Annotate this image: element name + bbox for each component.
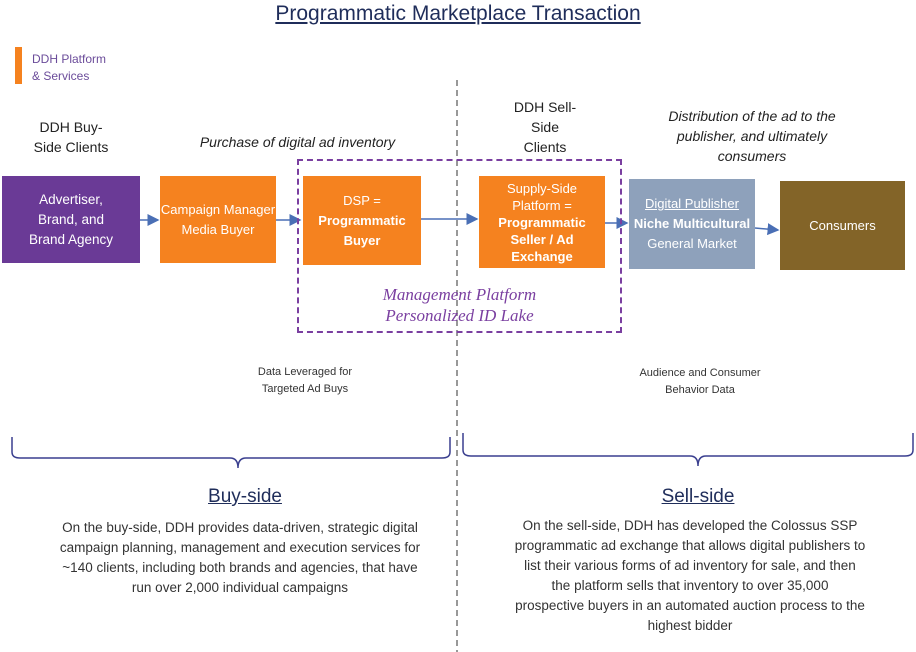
description-line: prospective buyers in an automated aucti… bbox=[515, 598, 865, 613]
sell-side-title: Sell-side bbox=[661, 486, 735, 507]
data-leveraged-note: Data Leveraged for Targeted Ad Buys bbox=[220, 364, 390, 398]
digital-publisher-box: Digital Publisher Niche Multicultural Ge… bbox=[629, 179, 755, 269]
consumers-box: Consumers bbox=[780, 181, 905, 270]
buy-side-clients-label: DDH Buy- Side Clients bbox=[10, 117, 132, 157]
box-line: Programmatic bbox=[318, 212, 406, 228]
label-line: Side Clients bbox=[33, 139, 109, 155]
label-line: Personalized ID Lake bbox=[385, 306, 534, 325]
label-line: consumers bbox=[717, 148, 787, 164]
purchase-label: Purchase of digital ad inventory bbox=[199, 134, 396, 150]
label-line: Clients bbox=[523, 139, 567, 155]
description-line: run over 2,000 individual campaigns bbox=[131, 580, 349, 595]
note-line: Behavior Data bbox=[665, 384, 735, 396]
management-platform-label: Management Platform Personalized ID Lake bbox=[297, 284, 622, 326]
description-line: highest bidder bbox=[647, 618, 733, 633]
legend-label: DDH Platform & Services bbox=[32, 51, 142, 85]
campaign-manager-box: Campaign Manager Media Buyer bbox=[160, 176, 276, 263]
sell-side-clients-label: DDH Sell- Side Clients bbox=[500, 97, 590, 157]
legend-label-line: & Services bbox=[32, 69, 90, 83]
box-line: Seller / Ad bbox=[510, 231, 574, 247]
box-line: Campaign Manager bbox=[160, 201, 276, 217]
buy-side-title: Buy-side bbox=[208, 486, 282, 507]
ssp-box: Supply-Side Platform = Programmatic Sell… bbox=[479, 176, 605, 268]
note-line: Audience and Consumer bbox=[639, 367, 761, 379]
box-line: Media Buyer bbox=[181, 221, 255, 237]
legend-label-line: DDH Platform bbox=[32, 52, 107, 66]
note-line: Targeted Ad Buys bbox=[261, 383, 349, 395]
label-line: DDH Sell- bbox=[513, 99, 577, 115]
description-line: list their various forms of ad inventory… bbox=[524, 558, 856, 573]
box-line: Supply-Side bbox=[506, 180, 578, 196]
advertiser-box: Advertiser, Brand, and Brand Agency bbox=[2, 176, 140, 263]
box-line: DSP = bbox=[343, 192, 381, 208]
label-line: Management Platform bbox=[382, 285, 537, 304]
management-platform-frame bbox=[297, 159, 622, 333]
description-line: ~140 clients, including both brands and … bbox=[62, 560, 418, 575]
legend-swatch bbox=[15, 47, 22, 84]
dsp-box: DSP = Programmatic Buyer bbox=[303, 176, 421, 265]
description-line: On the buy-side, DDH provides data-drive… bbox=[62, 520, 418, 535]
box-line: Brand, and bbox=[37, 211, 105, 227]
audience-data-note: Audience and Consumer Behavior Data bbox=[610, 365, 790, 399]
arrow-publisher-to-consumers bbox=[754, 223, 780, 236]
box-line: Digital Publisher bbox=[645, 196, 739, 211]
label-line: publisher, and ultimately bbox=[676, 128, 828, 144]
box-line: General Market bbox=[647, 236, 737, 251]
buy-side-brace bbox=[11, 437, 451, 469]
box-line: Brand Agency bbox=[28, 231, 114, 247]
description-line: On the sell-side, DDH has developed the … bbox=[522, 518, 858, 533]
label-line: Side bbox=[530, 119, 560, 135]
description-line: programmatic ad exchange that allows dig… bbox=[514, 538, 866, 553]
box-line: Niche Multicultural bbox=[633, 216, 751, 231]
label-line: Distribution of the ad to the bbox=[668, 108, 836, 124]
note-line: Data Leveraged for bbox=[257, 366, 353, 378]
box-line: Programmatic bbox=[498, 214, 586, 230]
label-line: DDH Buy- bbox=[39, 119, 103, 135]
box-line: Exchange bbox=[511, 248, 573, 264]
box-line: Platform = bbox=[512, 197, 572, 213]
box-line: Buyer bbox=[343, 232, 381, 248]
description-line: campaign planning, management and execut… bbox=[59, 540, 421, 555]
buy-side-description: On the buy-side, DDH provides data-drive… bbox=[10, 518, 470, 598]
page-title: Programmatic Marketplace Transaction bbox=[275, 2, 641, 25]
sell-side-brace bbox=[462, 433, 914, 467]
box-line: Consumers bbox=[809, 217, 876, 233]
sell-side-description: On the sell-side, DDH has developed the … bbox=[468, 516, 912, 636]
box-line: Advertiser, bbox=[39, 191, 103, 207]
distribution-label: Distribution of the ad to the publisher,… bbox=[632, 106, 872, 166]
description-line: the platform sells that inventory to ove… bbox=[551, 578, 829, 593]
